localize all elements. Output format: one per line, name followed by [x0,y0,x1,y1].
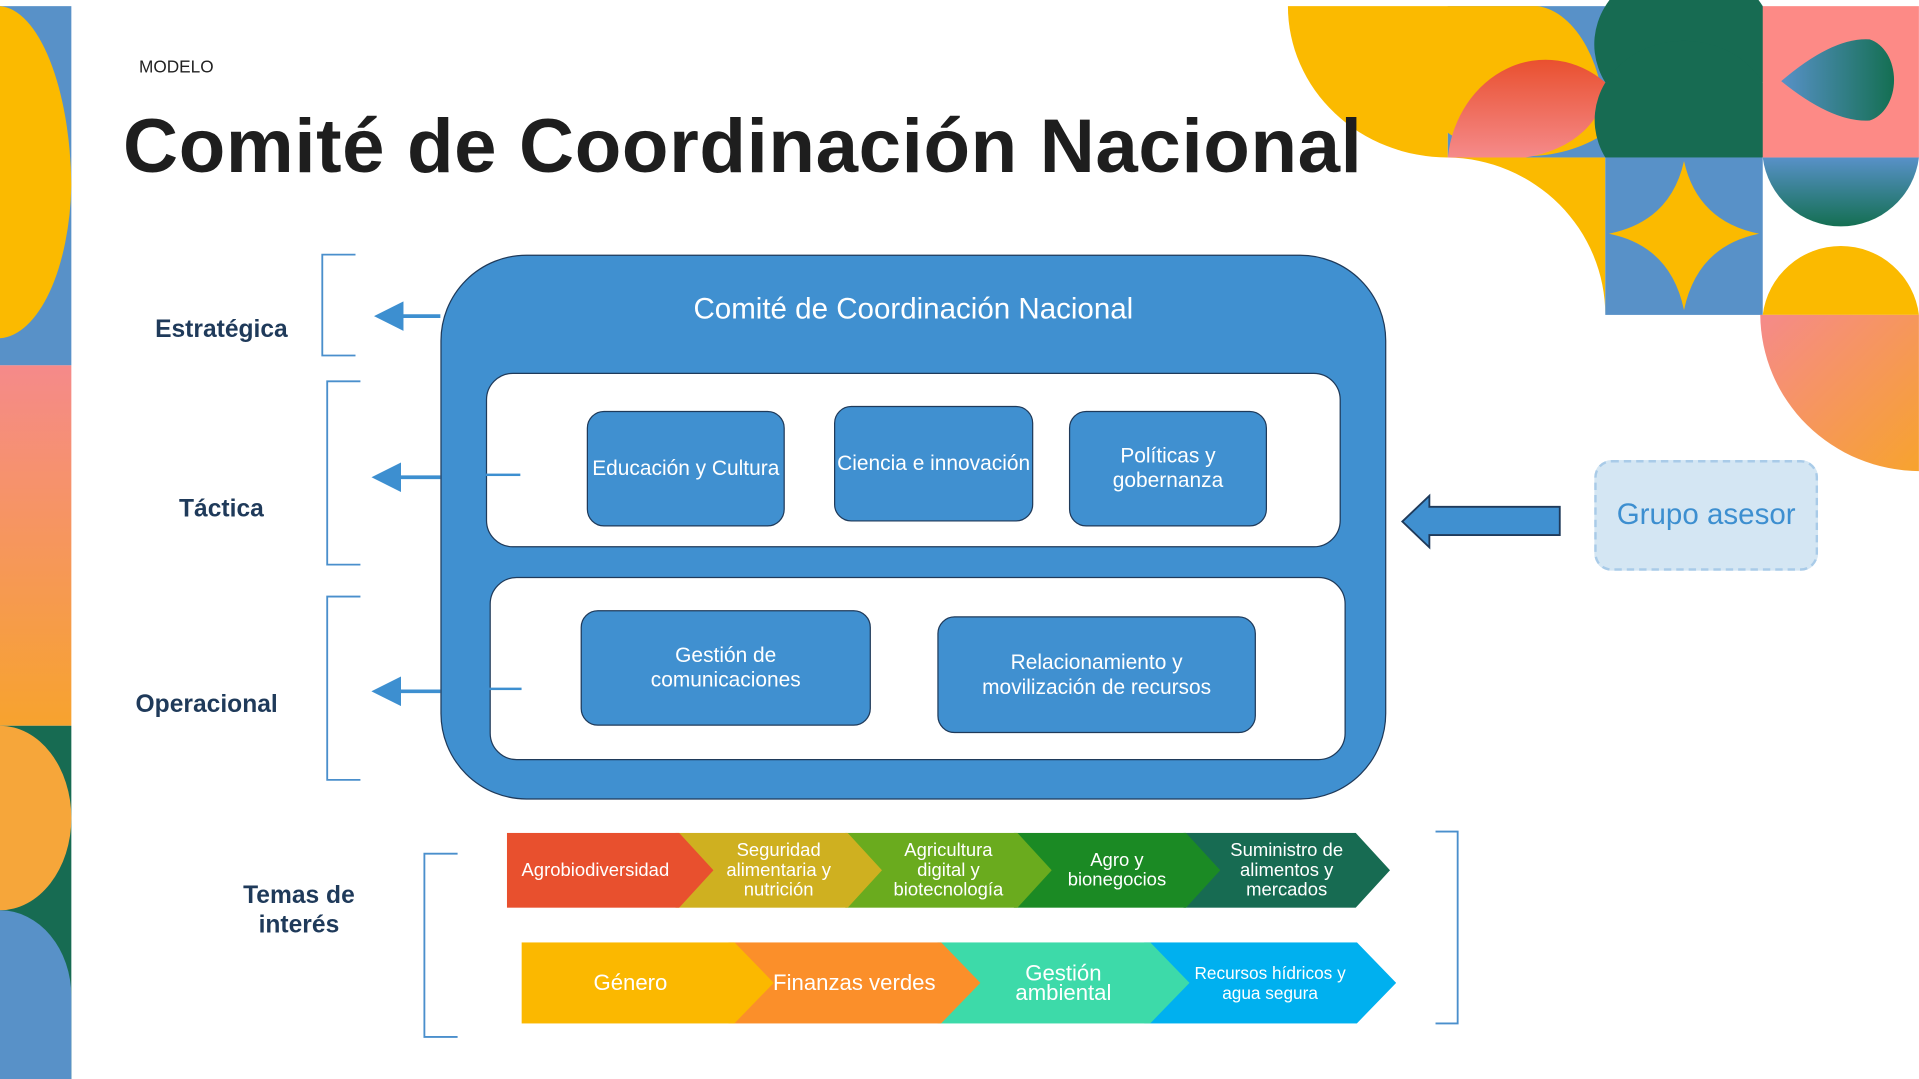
unit-policy-governance: Políticas y gobernanza [1068,410,1268,527]
topic-chevron: Agrobiodiversidad [507,833,714,908]
level-topics: Temas de interés [243,881,355,939]
unit-science-innovation: Ciencia e innovación [834,405,1034,522]
operational-connector [489,687,522,691]
level-arrows [371,301,441,707]
level-tactical: Táctica [179,495,264,523]
eyebrow-label: MODELO [139,56,214,77]
top-right-decoration [1287,0,1919,472]
bracket-lines [321,253,1459,1038]
level-strategic: Estratégica [155,316,288,344]
advisory-group: Grupo asesor [1594,460,1819,571]
topic-chevron: Género [522,942,774,1023]
topic-chevron: Recursos hídricos y agua segura [1144,942,1396,1023]
unit-communications: Gestión de comunicaciones [580,610,871,726]
topic-chevron: Agricultura digital y biotecnología [845,833,1052,908]
page-title: Comité de Coordinación Nacional [123,104,1363,190]
tactical-connector [485,473,521,477]
unit-education-culture: Educación y Cultura [586,410,785,527]
unit-resource-mobilization: Relacionamiento y movilización de recurs… [937,616,1256,734]
level-operational: Operacional [135,691,278,719]
committee-title: Comité de Coordinación Nacional [693,292,1134,326]
left-decoration [0,6,72,1079]
